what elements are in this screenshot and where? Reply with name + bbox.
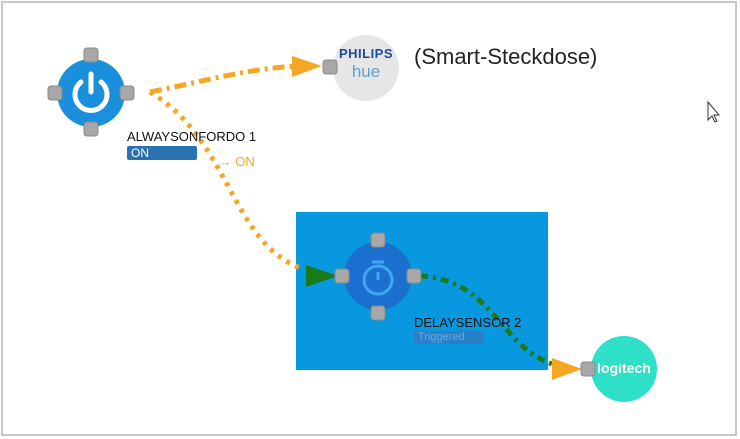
logitech-logo-text: logitech <box>597 360 651 376</box>
node-title: DELAYSENSOR 2 <box>414 315 522 330</box>
edge-power-to-hue[interactable] <box>149 63 301 95</box>
mouse-cursor-icon <box>707 100 721 123</box>
edge-arrowhead <box>292 56 322 77</box>
node-title: ALWAYSONFORDO 1 <box>127 129 257 144</box>
status-badge: Triggered <box>414 331 484 344</box>
power-icon <box>72 71 110 113</box>
port-left[interactable] <box>322 59 338 75</box>
edge-arrowhead <box>552 358 582 380</box>
device-caption: (Smart-Steckdose) <box>414 44 598 69</box>
port-left[interactable] <box>47 85 63 101</box>
port-left[interactable] <box>334 268 350 284</box>
edge-delay-to-logitech[interactable] <box>419 273 571 371</box>
port-top[interactable] <box>370 232 386 248</box>
stopwatch-icon <box>362 260 394 296</box>
port-bottom[interactable] <box>83 121 99 137</box>
node-logitech[interactable] <box>591 336 657 402</box>
port-top[interactable] <box>83 47 99 63</box>
edge-power-to-delay[interactable] <box>148 89 301 271</box>
port-right[interactable] <box>406 268 422 284</box>
port-left[interactable] <box>580 361 596 377</box>
status-badge: ON <box>127 146 197 160</box>
edge-condition-label: * → ON <box>210 154 255 169</box>
node-hue[interactable] <box>333 35 399 101</box>
port-right[interactable] <box>119 85 135 101</box>
hue-logo-text: hue <box>351 62 381 81</box>
port-bottom[interactable] <box>370 305 386 321</box>
philips-logo-text: PHILIPS <box>338 46 394 61</box>
edge-arrowhead <box>306 265 338 287</box>
